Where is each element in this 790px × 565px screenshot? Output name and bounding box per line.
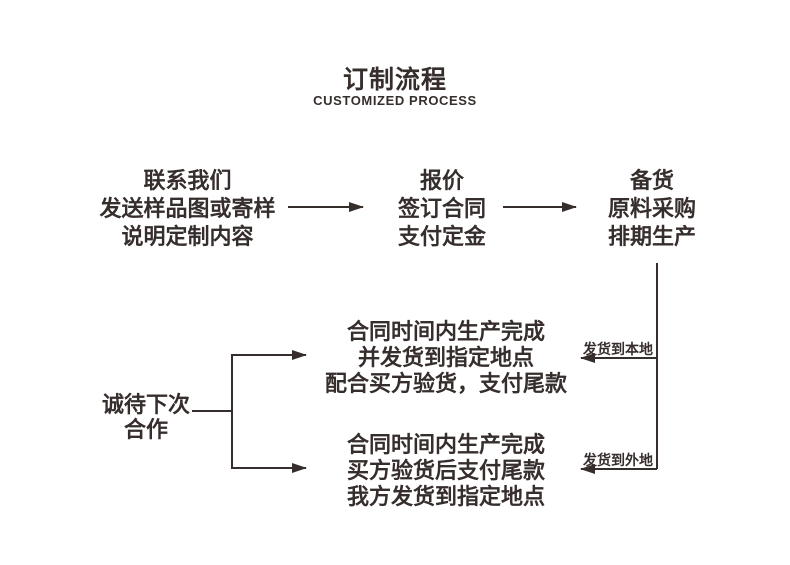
- step-line: 说明定制内容: [121, 224, 254, 249]
- loop-line: 诚待下次: [101, 392, 190, 417]
- outcome-line: 并发货到指定地点: [357, 345, 534, 370]
- outcome-line: 合同时间内生产完成: [346, 319, 545, 344]
- outcome-line: 配合买方验货，支付尾款: [324, 371, 567, 396]
- step-line: 原料采购: [607, 196, 696, 221]
- step-stock-production: 备货 原料采购 排期生产: [572, 167, 732, 251]
- step-line: 报价: [419, 168, 464, 193]
- step-contact-us: 联系我们 发送样品图或寄样 说明定制内容: [80, 167, 295, 251]
- page-title: 订制流程: [342, 66, 447, 94]
- step-quote-contract: 报价 签订合同 支付定金: [362, 167, 522, 251]
- step-line: 排期生产: [607, 224, 696, 249]
- outcome-remote-delivery: 合同时间内生产完成 买方验货后支付尾款 我方发货到指定地点: [300, 432, 592, 510]
- step-line: 发送样品图或寄样: [99, 196, 276, 221]
- outcome-line: 买方验货后支付尾款: [346, 458, 545, 483]
- loop-line: 合作: [123, 417, 168, 442]
- outcome-local-delivery: 合同时间内生产完成 并发货到指定地点 配合买方验货，支付尾款: [300, 319, 592, 397]
- loop-next-cooperation: 诚待下次 合作: [90, 392, 202, 442]
- outcome-line: 合同时间内生产完成: [346, 432, 545, 457]
- step-line: 支付定金: [397, 224, 486, 249]
- step-line: 备货: [629, 168, 674, 193]
- outcome-line: 我方发货到指定地点: [346, 484, 545, 509]
- step-line: 签订合同: [397, 196, 486, 221]
- branch-label-ship-remote: 发货到外地: [583, 452, 653, 468]
- step-line: 联系我们: [143, 168, 232, 193]
- branch-label-ship-local: 发货到本地: [583, 341, 653, 357]
- page-subtitle: CUSTOMIZED PROCESS: [313, 93, 477, 108]
